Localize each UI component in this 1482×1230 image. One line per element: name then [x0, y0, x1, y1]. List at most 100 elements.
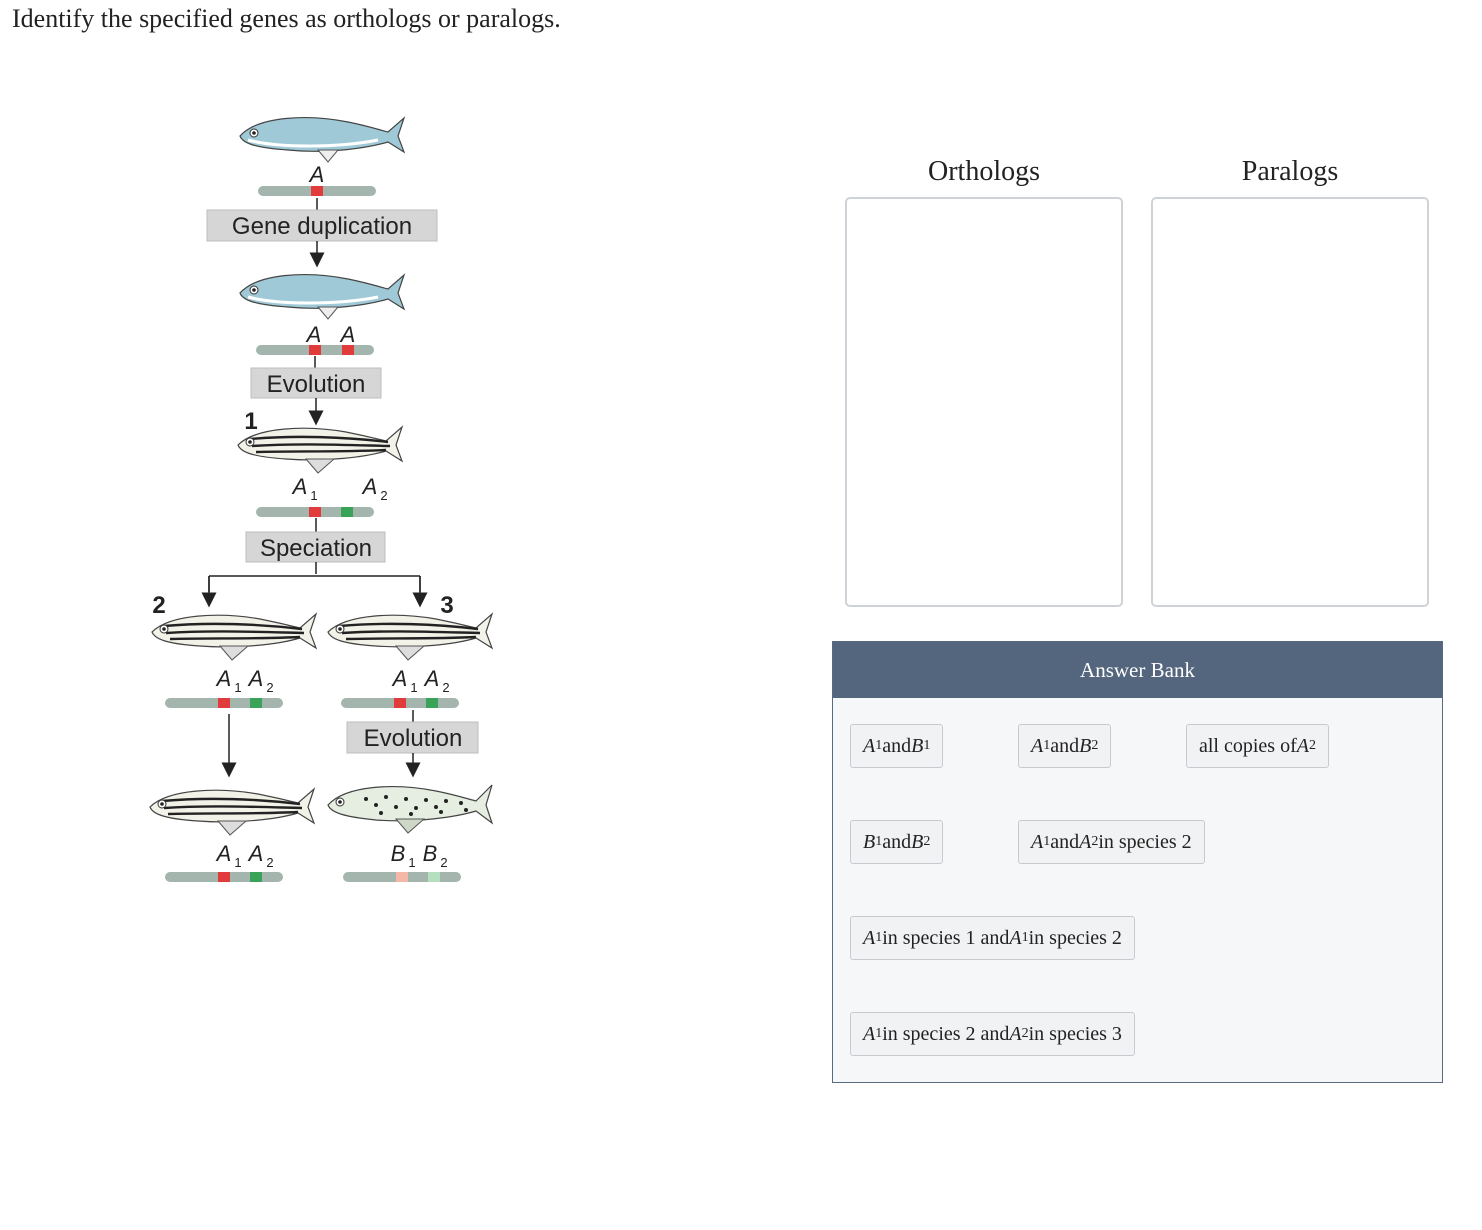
- gene-label-a2: A: [247, 666, 264, 691]
- gene-label-a1: A: [291, 474, 308, 499]
- gene-subscript: 1: [875, 1026, 883, 1041]
- gene-variable: A: [1031, 830, 1044, 853]
- gene-subscript: 2: [1091, 738, 1099, 753]
- chip-text: and: [1050, 830, 1080, 853]
- gene-a-marker: [311, 186, 323, 196]
- evolution-label-bg: [250, 367, 382, 399]
- answer-bank-header: Answer Bank: [833, 642, 1442, 698]
- gene-duplication-label: Gene duplication: [232, 213, 412, 240]
- gene-evolution-diagram: A Gene duplication A A Evolution 1 A 1 A…: [130, 100, 510, 900]
- gene-subscript: 1: [1043, 738, 1051, 753]
- gene-variable: A: [1296, 734, 1309, 757]
- chip-text: in species 2: [1098, 830, 1192, 853]
- subscript-2: 2: [442, 680, 449, 695]
- gene-variable: A: [1009, 926, 1022, 949]
- subscript-1: 1: [408, 855, 415, 870]
- gene-subscript: 1: [875, 834, 883, 849]
- subscript-2: 2: [266, 680, 273, 695]
- chromosome: [258, 186, 376, 196]
- gene-label-b2: B: [423, 841, 438, 866]
- gene-subscript: 1: [1043, 834, 1051, 849]
- silver-fish-icon: [238, 116, 406, 164]
- subscript-1: 1: [310, 488, 317, 503]
- gene-label-a1: A: [215, 666, 232, 691]
- gene-variable: A: [1031, 734, 1044, 757]
- paralogs-heading: Paralogs: [1241, 156, 1339, 187]
- gene-label-a2: A: [361, 474, 378, 499]
- gene-subscript: 1: [923, 738, 931, 753]
- subscript-1: 1: [234, 680, 241, 695]
- gene-variable: A: [863, 734, 876, 757]
- chromosome: [256, 345, 374, 355]
- chip-text: and: [882, 734, 912, 757]
- gene-variable: B: [863, 830, 876, 853]
- orthologs-heading: Orthologs: [928, 156, 1040, 187]
- orthologs-dropzone[interactable]: [845, 197, 1123, 607]
- gene-variable: B: [1079, 734, 1092, 757]
- gene-label-a2: A: [423, 666, 440, 691]
- gene-variable: B: [911, 734, 924, 757]
- gene-subscript: 2: [1308, 738, 1316, 753]
- gene-label-a2: A: [247, 841, 264, 866]
- diagram-svg: A Gene duplication A A Evolution 1 A 1 A…: [148, 116, 494, 882]
- striped-zebrafish-icon: [326, 612, 494, 662]
- species-3-number: 3: [440, 592, 453, 619]
- subscript-2: 2: [380, 488, 387, 503]
- chip-text: in species 3: [1028, 1022, 1122, 1045]
- silver-fish-icon: [238, 273, 406, 321]
- gene-subscript: 1: [875, 738, 883, 753]
- chip-text: all copies of: [1199, 734, 1297, 757]
- gene-label-a: A: [308, 162, 325, 187]
- chip-text: in species 2 and: [882, 1022, 1010, 1045]
- chip-text: and: [882, 830, 912, 853]
- subscript-1: 1: [234, 855, 241, 870]
- evolution-label-2-bg: [346, 721, 479, 754]
- gene-label-a1: A: [215, 841, 232, 866]
- striped-zebrafish-icon: [150, 612, 318, 662]
- subscript-1: 1: [410, 680, 417, 695]
- gene-subscript: 1: [875, 930, 883, 945]
- gene-subscript: 2: [1091, 834, 1099, 849]
- gene-label-a: A: [339, 322, 356, 347]
- chromosome: [343, 872, 461, 882]
- spotted-fish-icon: [327, 784, 493, 834]
- chromosome: [165, 698, 283, 708]
- subscript-2: 2: [266, 855, 273, 870]
- chip-text: and: [1050, 734, 1080, 757]
- gene-subscript: 2: [1021, 1026, 1029, 1041]
- gene-variable: A: [1009, 1022, 1022, 1045]
- chip-text: in species 2: [1028, 926, 1122, 949]
- species-1-number: 1: [244, 408, 257, 435]
- paralogs-dropzone[interactable]: [1151, 197, 1429, 607]
- striped-zebrafish-icon: [148, 787, 316, 837]
- gene-subscript: 2: [923, 834, 931, 849]
- gene-variable: A: [1079, 830, 1092, 853]
- species-2-number: 2: [152, 592, 165, 619]
- gene-label-b1: B: [391, 841, 406, 866]
- gene-subscript: 1: [1021, 930, 1029, 945]
- chromosome: [341, 698, 459, 708]
- evolution-label: Evolution: [267, 371, 366, 398]
- gene-label-a1: A: [391, 666, 408, 691]
- chromosome: [165, 872, 283, 882]
- gene-variable: A: [863, 926, 876, 949]
- chip-text: in species 1 and: [882, 926, 1010, 949]
- speciation-label: Speciation: [260, 535, 372, 562]
- striped-zebrafish-icon: [236, 425, 404, 475]
- chromosome: [256, 507, 374, 517]
- gene-variable: B: [911, 830, 924, 853]
- subscript-2: 2: [440, 855, 447, 870]
- evolution-label-2: Evolution: [364, 725, 463, 752]
- gene-label-a: A: [305, 322, 322, 347]
- gene-duplication-label-bg: [206, 209, 438, 242]
- question-prompt: Identify the specified genes as ortholog…: [12, 4, 561, 33]
- gene-variable: A: [863, 1022, 876, 1045]
